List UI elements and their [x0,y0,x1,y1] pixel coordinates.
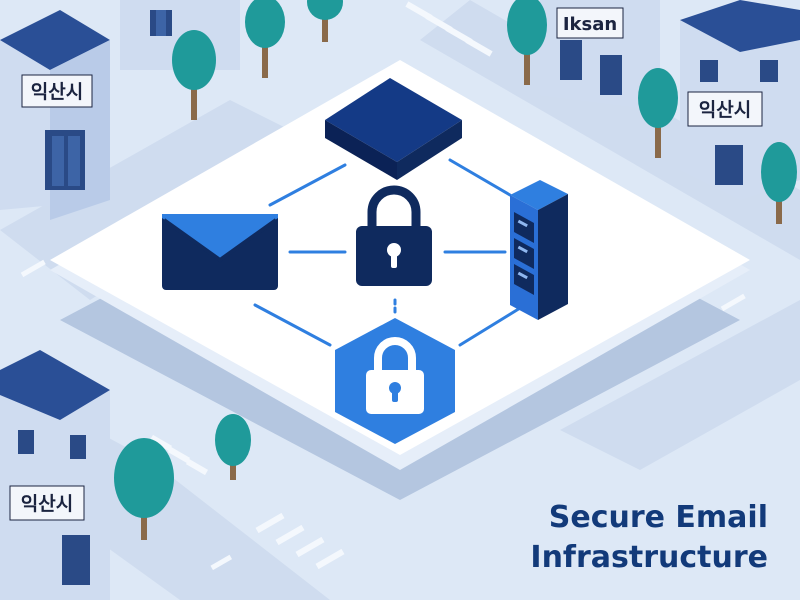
network-lines [253,158,527,347]
crosswalk-left [149,434,209,476]
tree [507,0,547,85]
sign-top-left-bg [21,74,93,108]
line-envelope-shield [253,303,332,347]
sign-top-right-lower-bg [687,91,763,127]
sign-top-right-upper: Iksan [563,14,617,35]
line-box-lock [268,163,347,207]
padlock-icon [356,185,432,286]
building-top-right-back: Iksan [540,0,660,110]
tree [114,438,174,540]
hexagon-lock-icon [335,318,455,444]
trees [114,0,797,540]
title-line-2: Infrastructure [530,540,768,575]
server-rack-icon [510,180,568,320]
tree [638,68,678,158]
building-bottom-left: 익산시 [0,350,110,600]
sign-top-left: 익산시 [31,81,83,103]
envelope-icon [162,214,278,290]
sign-top-right-upper-bg [556,7,624,39]
building-top-left: 익산시 [0,10,110,220]
road-diagonal-b [420,0,800,260]
crosswalk-top [405,1,493,57]
line-box-server [448,158,512,197]
tree [172,30,216,120]
sign-bottom-left: 익산시 [21,493,73,515]
tree [761,142,797,224]
title-line-1: Secure Email [549,500,768,535]
line-server-shield [458,303,527,347]
tree [245,0,285,78]
sign-bottom-left-bg [9,485,85,521]
road-diagonal-d [560,300,800,470]
server-slots [514,212,534,295]
title-block: Secure Email Infrastructure [530,500,768,575]
tree [307,0,343,42]
tree [215,414,251,480]
cloud-box-icon [325,78,462,180]
sign-top-right-lower: 익산시 [699,99,751,121]
road-dashes [20,259,746,571]
crosswalk-bottom [255,512,345,570]
